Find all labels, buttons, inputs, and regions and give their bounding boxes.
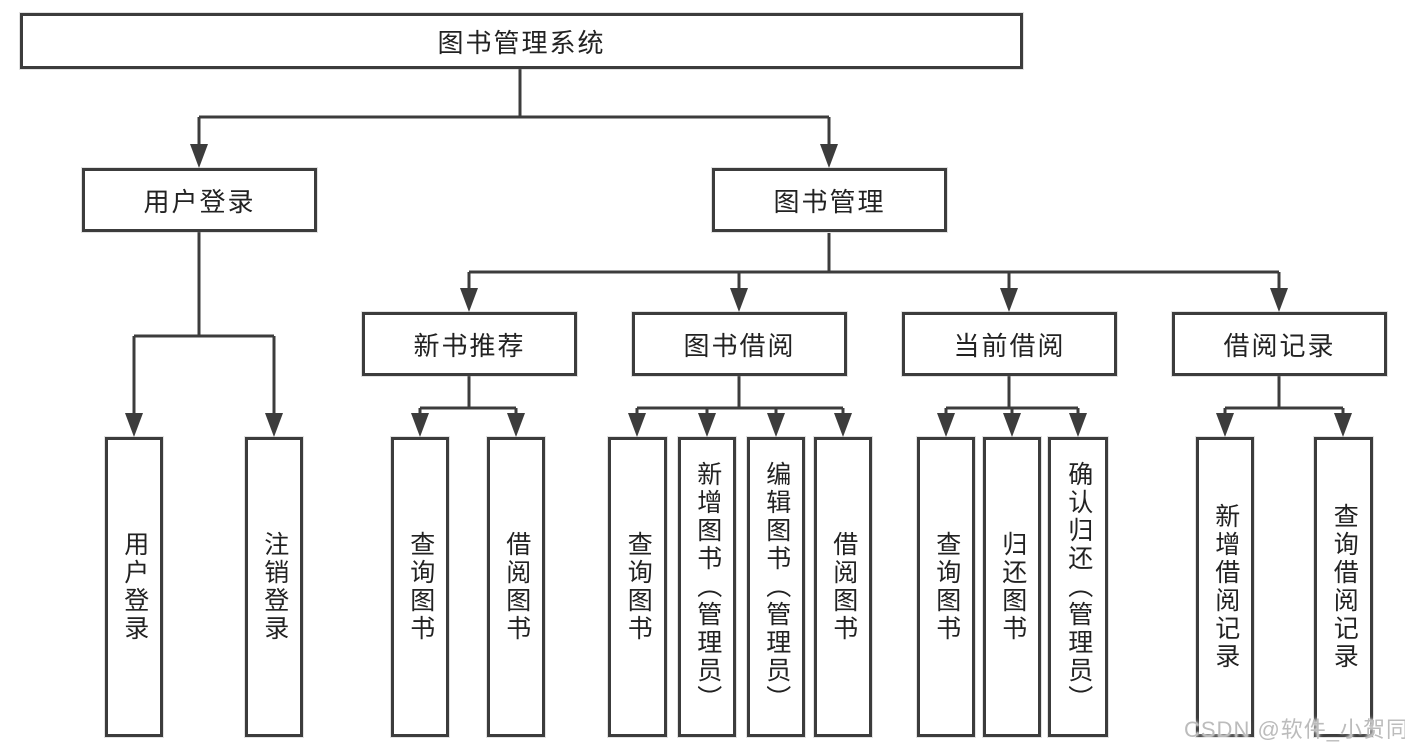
node-book-borrow-label: 图书借阅 [683, 330, 796, 361]
leaf-user-login: 用户登录 [105, 437, 163, 737]
leaf-add-borrow-record-label: 新增借阅记录 [1211, 503, 1240, 671]
node-book-management-label: 图书管理 [773, 186, 886, 217]
leaf-edit-books-admin-label: 编辑图书（管理员） [762, 461, 791, 713]
leaf-query-books-current-label: 查询图书 [932, 531, 961, 643]
connector-root-to-level2 [190, 69, 838, 168]
leaf-query-books-borrow-label: 查询图书 [624, 531, 653, 643]
leaf-query-borrow-record: 查询借阅记录 [1314, 437, 1373, 737]
leaf-add-borrow-record: 新增借阅记录 [1196, 437, 1254, 737]
node-borrow-record-label: 借阅记录 [1223, 330, 1336, 361]
connector-borrow-record-to-leaves [1216, 376, 1352, 437]
leaf-query-books-current: 查询图书 [917, 437, 975, 737]
node-user-login-label: 用户登录 [143, 186, 256, 217]
leaf-user-login-label: 用户登录 [120, 531, 149, 643]
leaf-edit-books-admin: 编辑图书（管理员） [747, 437, 805, 737]
leaf-logout-label: 注销登录 [260, 531, 289, 643]
leaf-borrow-books-recommend-label: 借阅图书 [502, 531, 531, 643]
leaf-query-books-borrow: 查询图书 [608, 437, 667, 737]
node-root-label: 图书管理系统 [437, 27, 606, 58]
leaf-borrow-books-label: 借阅图书 [829, 531, 858, 643]
leaf-borrow-books-recommend: 借阅图书 [487, 437, 545, 737]
node-user-login: 用户登录 [82, 168, 317, 232]
connector-user-login-to-leaves [125, 232, 283, 437]
leaf-logout: 注销登录 [245, 437, 303, 737]
node-current-borrow: 当前借阅 [902, 312, 1117, 376]
leaf-query-books-recommend: 查询图书 [391, 437, 449, 737]
node-new-book-recommend: 新书推荐 [362, 312, 577, 376]
leaf-query-borrow-record-label: 查询借阅记录 [1330, 503, 1359, 671]
leaf-confirm-return-admin-label: 确认归还（管理员） [1064, 461, 1093, 713]
connector-new-book-recommend-to-leaves [411, 376, 525, 437]
leaf-return-books: 归还图书 [983, 437, 1041, 737]
node-root-library-system: 图书管理系统 [20, 13, 1023, 69]
node-borrow-record: 借阅记录 [1172, 312, 1387, 376]
node-new-book-recommend-label: 新书推荐 [413, 330, 526, 361]
node-book-management: 图书管理 [712, 168, 947, 232]
leaf-add-books-admin-label: 新增图书（管理员） [693, 461, 722, 713]
connector-book-management-to-level3 [460, 233, 1288, 312]
leaf-borrow-books: 借阅图书 [814, 437, 872, 737]
node-book-borrow: 图书借阅 [632, 312, 847, 376]
leaf-return-books-label: 归还图书 [998, 531, 1027, 643]
leaf-query-books-recommend-label: 查询图书 [406, 531, 435, 643]
connector-book-borrow-to-leaves [628, 376, 852, 437]
csdn-watermark: CSDN @软件_小贺同学 [1184, 717, 1405, 742]
leaf-add-books-admin: 新增图书（管理员） [678, 437, 736, 737]
connector-current-borrow-to-leaves [937, 376, 1087, 437]
node-current-borrow-label: 当前借阅 [953, 330, 1066, 361]
leaf-confirm-return-admin: 确认归还（管理员） [1048, 437, 1108, 737]
